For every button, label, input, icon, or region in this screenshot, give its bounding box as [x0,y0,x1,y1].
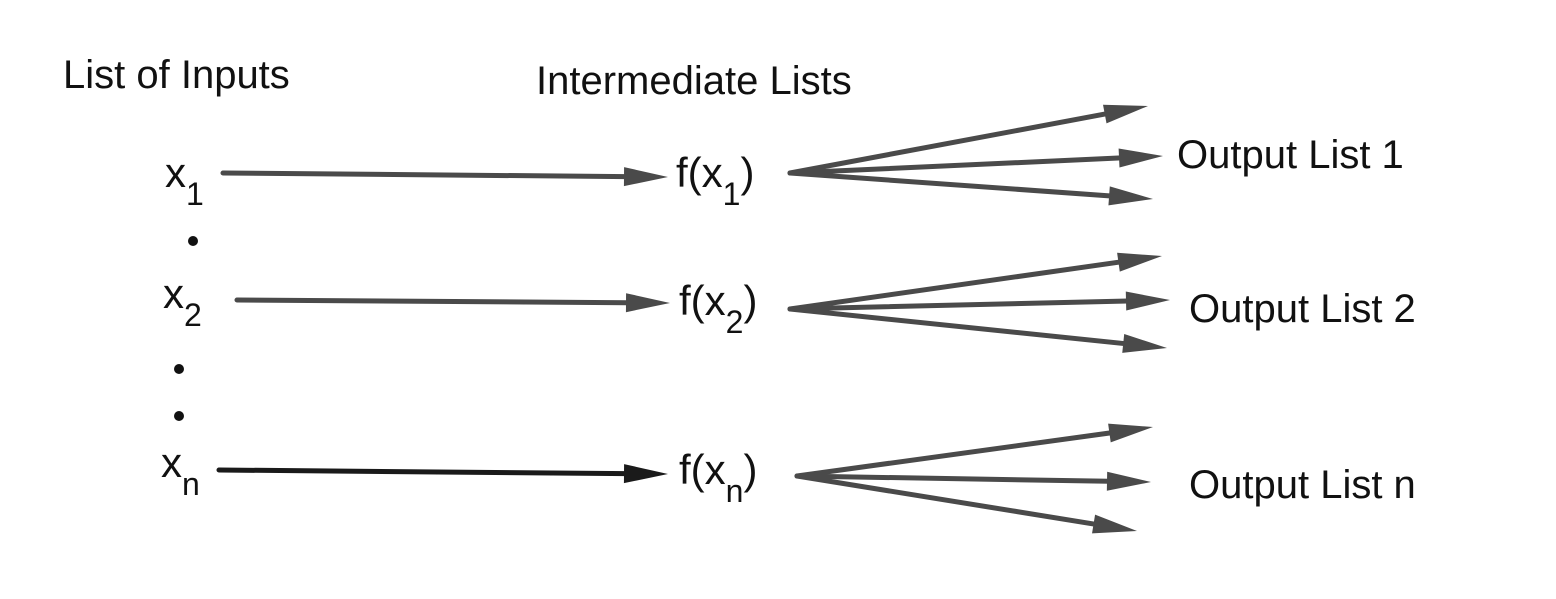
arrow-input-n [216,464,668,484]
arrow-fan-n-bot [794,473,1137,534]
intermediate-sub-n: n [726,473,744,509]
arrow-fan-n-top [794,423,1153,479]
arrow-head [1118,148,1163,168]
arrow-shaft [787,111,1110,176]
arrow-fan-2-mid [787,291,1170,312]
input-label-1: x1 [165,149,204,212]
ellipsis-dot-1 [188,236,198,246]
output-label-1: Output List 1 [1177,133,1404,177]
arrow-shaft [794,473,1112,484]
intermediate-suffix-2: ) [743,277,757,324]
intermediate-prefix-2: f(x [679,277,726,324]
input-sub-1: 1 [186,176,204,212]
intermediate-sub-2: 2 [726,304,744,340]
arrow-head [1125,291,1170,311]
input-label-n: xn [161,439,200,502]
inputs-heading: List of Inputs [63,53,290,97]
arrow-fan-n-mid [794,471,1151,491]
arrow-shaft [220,170,629,180]
arrow-head [1117,252,1162,272]
arrow-head [1106,471,1151,491]
input-label-2: x2 [163,270,202,333]
arrow-shaft [787,155,1124,176]
intermediate-label-n: f(xn) [679,446,757,509]
intermediate-prefix-n: f(x [679,446,726,493]
arrow-head [1108,186,1153,206]
arrow-fan-2-top [787,252,1162,312]
arrow-fan-1-bot [787,170,1153,206]
intermediate-suffix-1: ) [740,149,754,196]
arrow-shaft [234,297,631,306]
arrow-head [1122,334,1167,353]
output-label-2: Output List 2 [1189,287,1416,331]
output-label-n: Output List n [1189,463,1416,507]
arrow-head [1092,514,1137,534]
input-sub-n: n [182,466,200,502]
arrow-fan-1-top [787,104,1148,176]
intermediate-label-2: f(x2) [679,277,757,340]
input-base-n: x [161,439,182,486]
input-base-2: x [163,270,184,317]
intermediate-label-1: f(x1) [676,149,754,212]
arrow-shaft [794,430,1114,479]
intermediate-suffix-n: ) [743,446,757,493]
arrow-input-1 [220,167,668,187]
arrow-head [1108,423,1153,443]
arrow-shaft [787,259,1123,312]
arrow-shaft [787,170,1114,199]
arrow-head [623,464,668,484]
arrow-head [623,167,668,187]
arrow-head [1103,104,1148,124]
input-base-1: x [165,149,186,196]
input-sub-2: 2 [184,297,202,333]
intermediate-prefix-1: f(x [676,149,723,196]
arrow-shaft [787,306,1128,347]
arrow-fan-2-bot [787,306,1167,353]
arrow-head [625,293,670,313]
intermediate-sub-1: 1 [723,176,741,212]
arrow-shaft [794,473,1099,527]
ellipsis-dot-3 [174,411,184,421]
arrow-fan-1-mid [787,148,1163,176]
arrow-input-2 [234,293,670,313]
intermediate-heading: Intermediate Lists [536,59,852,103]
arrow-shaft [216,467,629,477]
ellipsis-dot-2 [174,364,184,374]
arrow-shaft [787,298,1131,312]
